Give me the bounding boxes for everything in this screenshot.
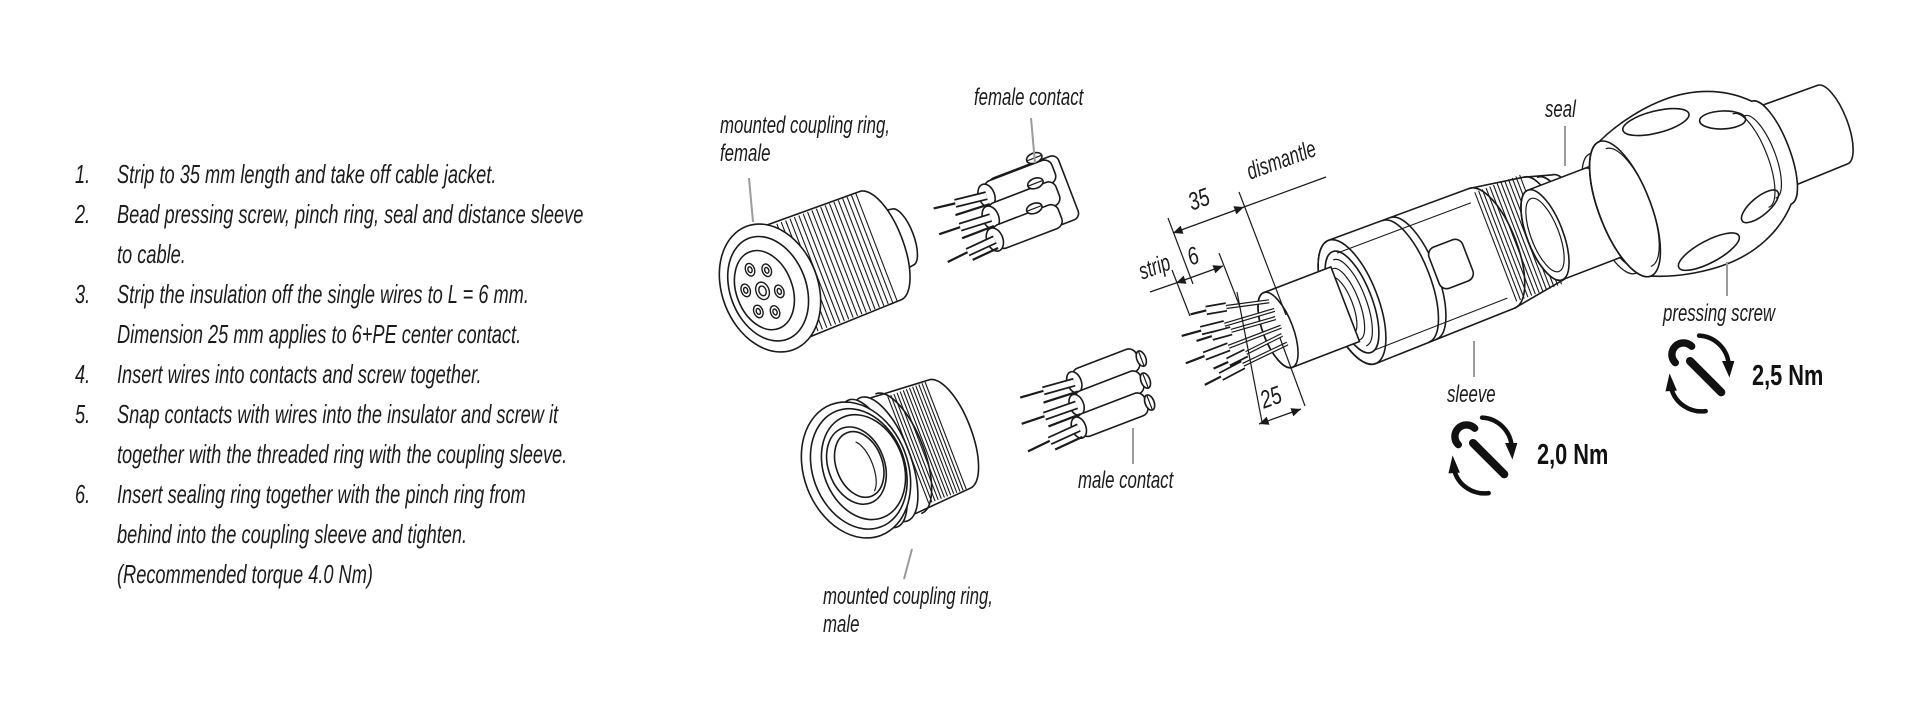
rotate-arrow-icon <box>1451 467 1491 496</box>
torque-wrench-icon-pressing-screw <box>1665 333 1735 414</box>
socket-insert <box>740 262 785 319</box>
leader-lines <box>748 117 1728 580</box>
wrench-icon <box>1668 339 1696 367</box>
rotate-arrow-icon <box>1479 415 1514 448</box>
coupling-ring-female-part <box>718 190 919 353</box>
label-male-contact: male contact <box>1078 467 1174 494</box>
torque-value-sleeve: 2,0 Nm <box>1537 439 1609 471</box>
step-number: 1. <box>75 159 91 189</box>
label-coupling-ring-female: mounted coupling ring, female <box>720 112 890 167</box>
step-6: 6. Insert sealing ring together with the … <box>75 474 649 594</box>
wires <box>1181 299 1289 386</box>
label-pressing-screw: pressing screw <box>1663 300 1776 327</box>
step-text: Insert sealing ring together with the pi… <box>117 479 526 589</box>
step-2: 2. Bead pressing screw, pinch ring, seal … <box>75 194 649 274</box>
step-5: 5. Snap contacts with wires into the insu… <box>75 394 649 474</box>
step-1: 1. Strip to 35 mm length and take off cab… <box>75 154 649 194</box>
rotate-arrow-icon <box>1668 385 1708 414</box>
label-sleeve: sleeve <box>1447 381 1496 408</box>
contact-screws <box>1135 350 1156 412</box>
contact-pins <box>933 191 999 263</box>
dim-6-line <box>1175 265 1224 284</box>
torque-wrench-icon-sleeve <box>1448 415 1518 496</box>
label-seal: seal <box>1545 96 1576 123</box>
step-text: Snap contacts with wires into the insula… <box>117 399 568 469</box>
label-female-contact: female contact <box>974 84 1084 111</box>
step-number: 5. <box>75 399 91 429</box>
step-number: 2. <box>75 199 91 229</box>
wrench-icon <box>1451 421 1479 449</box>
stripped-cable <box>1181 266 1361 386</box>
step-4: 4. Insert wires into contacts and screw t… <box>75 354 649 394</box>
male-ring-knurl <box>887 381 967 504</box>
step-text: Strip the insulation off the single wire… <box>117 279 529 349</box>
dim-25-line <box>1258 408 1302 425</box>
sleeve-window <box>1427 238 1475 290</box>
label-coupling-ring-male: mounted coupling ring, male <box>823 583 993 638</box>
coupling-ring-male-part <box>800 378 980 539</box>
contact-pins <box>1019 377 1083 453</box>
contact-screws <box>1025 151 1044 215</box>
step-number: 6. <box>75 479 91 509</box>
pressing-screw-part <box>1588 90 1799 278</box>
rotate-arrow-icon <box>1696 333 1731 366</box>
assembly-instructions: 1. Strip to 35 mm length and take off cab… <box>75 154 649 594</box>
torque-value-pressing-screw: 2,5 Nm <box>1752 360 1824 392</box>
female-contact-part <box>933 151 1080 263</box>
male-contact-part <box>1019 348 1156 453</box>
step-text: Insert wires into contacts and screw tog… <box>117 359 482 389</box>
step-text: Strip to 35 mm length and take off cable… <box>117 159 497 189</box>
dimension-lines <box>1149 176 1327 425</box>
step-text: Bead pressing screw, pinch ring, seal an… <box>117 199 584 269</box>
dim-35-line <box>1172 206 1245 234</box>
step-3: 3. Strip the insulation off the single wi… <box>75 274 649 354</box>
step-number: 4. <box>75 359 91 389</box>
dismantle-line <box>1243 176 1327 208</box>
step-number: 3. <box>75 279 91 309</box>
